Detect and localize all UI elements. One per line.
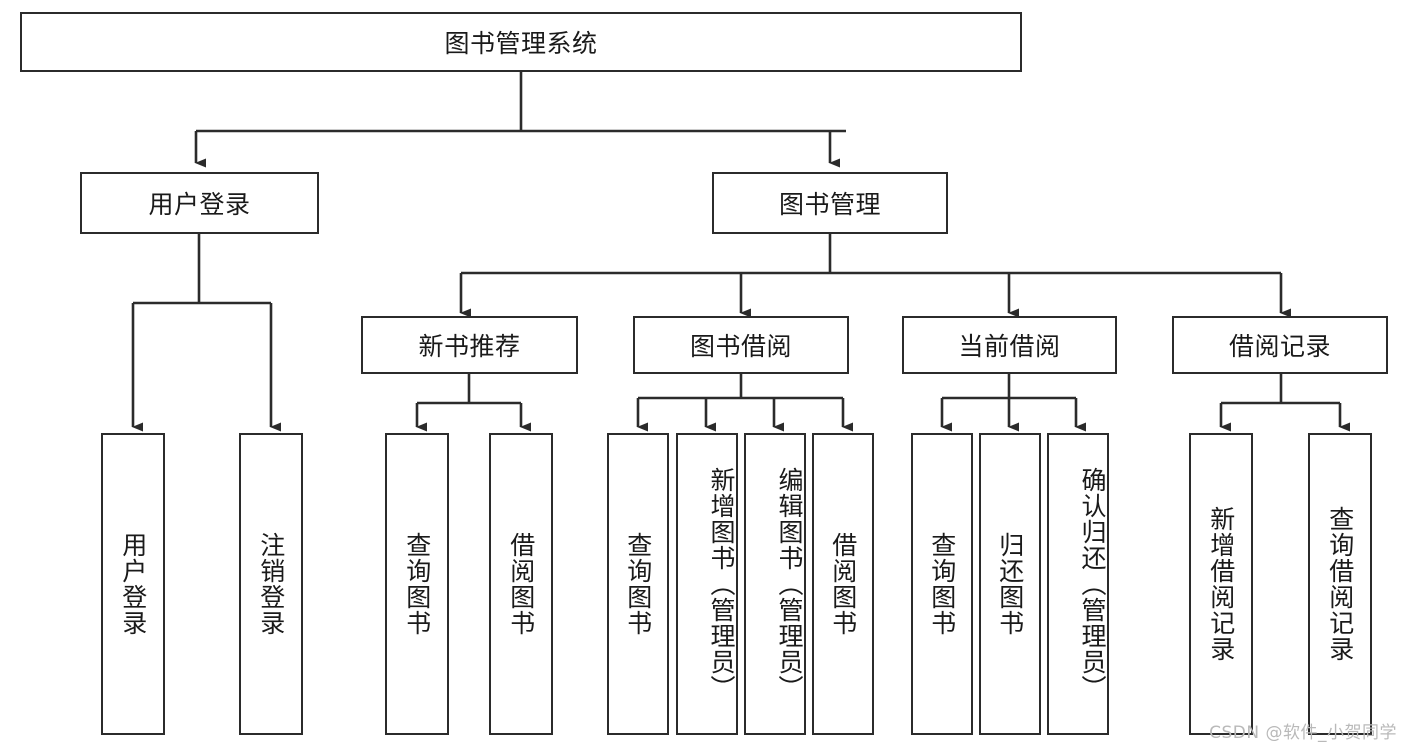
node-leaf-borrow-book-recommend[interactable]: 借阅图书: [489, 433, 553, 735]
node-root-book-management-system[interactable]: 图书管理系统: [20, 12, 1022, 72]
node-leaf-query-book-recommend[interactable]: 查询图书: [385, 433, 449, 735]
node-leaf-add-book-admin[interactable]: 新增图书（管理员）: [676, 433, 738, 735]
node-leaf-query-book-borrow[interactable]: 查询图书: [607, 433, 669, 735]
node-label: 新书推荐: [418, 332, 521, 361]
node-label: 归还图书: [995, 532, 1025, 636]
node-label: 用户登录: [148, 190, 251, 219]
node-leaf-query-borrow-record[interactable]: 查询借阅记录: [1308, 433, 1372, 735]
node-label: 确认归还（管理员）: [1078, 467, 1107, 701]
node-label: 查询借阅记录: [1325, 506, 1355, 662]
node-leaf-add-borrow-record[interactable]: 新增借阅记录: [1189, 433, 1253, 735]
node-borrow-record[interactable]: 借阅记录: [1172, 316, 1388, 374]
node-label: 当前借阅: [958, 332, 1061, 361]
node-label: 新增借阅记录: [1206, 506, 1236, 662]
node-leaf-borrow-book[interactable]: 借阅图书: [812, 433, 874, 735]
node-label: 用户登录: [118, 532, 148, 636]
node-label: 图书管理: [778, 190, 881, 219]
node-label: 新增图书（管理员）: [707, 467, 736, 701]
node-book-management[interactable]: 图书管理: [712, 172, 948, 234]
node-leaf-logout[interactable]: 注销登录: [239, 433, 303, 735]
node-leaf-edit-book-admin[interactable]: 编辑图书（管理员）: [744, 433, 806, 735]
node-leaf-user-login[interactable]: 用户登录: [101, 433, 165, 735]
csdn-watermark: CSDN @软件_小贺同学: [1209, 723, 1397, 743]
node-label: 编辑图书（管理员）: [775, 467, 804, 701]
node-user-login[interactable]: 用户登录: [80, 172, 319, 234]
node-label: 借阅图书: [506, 532, 536, 636]
node-leaf-return-book[interactable]: 归还图书: [979, 433, 1041, 735]
node-label: 图书管理系统: [444, 29, 598, 58]
node-new-book-recommend[interactable]: 新书推荐: [361, 316, 578, 374]
node-label: 查询图书: [402, 532, 432, 636]
node-label: 借阅记录: [1228, 332, 1331, 361]
node-label: 借阅图书: [828, 532, 858, 636]
node-leaf-confirm-return-admin[interactable]: 确认归还（管理员）: [1047, 433, 1109, 735]
node-label: 图书借阅: [689, 332, 792, 361]
node-book-borrow[interactable]: 图书借阅: [633, 316, 849, 374]
node-leaf-query-book-current[interactable]: 查询图书: [911, 433, 973, 735]
node-label: 查询图书: [623, 532, 653, 636]
node-label: 查询图书: [927, 532, 957, 636]
node-current-borrow[interactable]: 当前借阅: [902, 316, 1117, 374]
node-label: 注销登录: [256, 532, 286, 636]
